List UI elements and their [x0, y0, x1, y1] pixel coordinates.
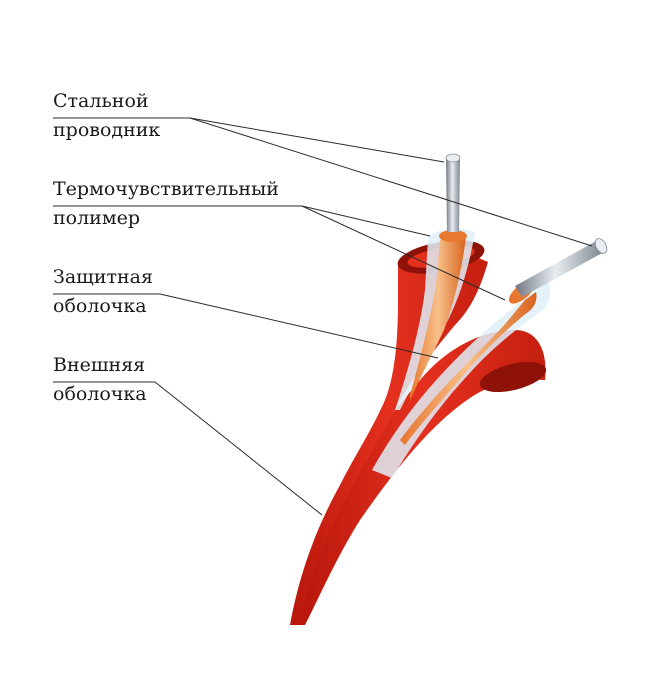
- outer-sheath-back-rim: [479, 361, 547, 393]
- leader-lines: [53, 117, 593, 516]
- outer-sheath-front: [290, 248, 488, 626]
- leader-outer-a: [154, 381, 323, 516]
- steel-wire-right: [515, 240, 604, 297]
- leader-steel-a: [189, 117, 445, 163]
- label-steel-conductor-line2: проводник: [53, 119, 161, 141]
- leader-protective-a: [159, 293, 439, 359]
- label-protective-sheath-line1: Защитная: [53, 266, 153, 288]
- polymer-left-rim: [439, 230, 467, 242]
- steel-wire-left-tip: [445, 153, 461, 163]
- label-protective-sheath-line2: оболочка: [53, 295, 147, 317]
- leader-steel-b: [189, 117, 593, 247]
- steel-wire-right-tip: [594, 238, 608, 254]
- label-outer-sheath-line1: Внешняя: [53, 354, 146, 376]
- leader-polymer-b: [301, 205, 506, 301]
- polymer-right: [400, 292, 537, 445]
- label-outer-sheath-line2: оболочка: [53, 383, 147, 405]
- label-thermo-polymer-line2: полимер: [53, 207, 141, 229]
- leader-polymer-a: [301, 205, 431, 237]
- label-thermo-polymer-line1: Термочувствительный: [53, 178, 279, 200]
- steel-wire-left: [446, 158, 460, 232]
- label-steel-conductor-line1: Стальной: [53, 90, 149, 112]
